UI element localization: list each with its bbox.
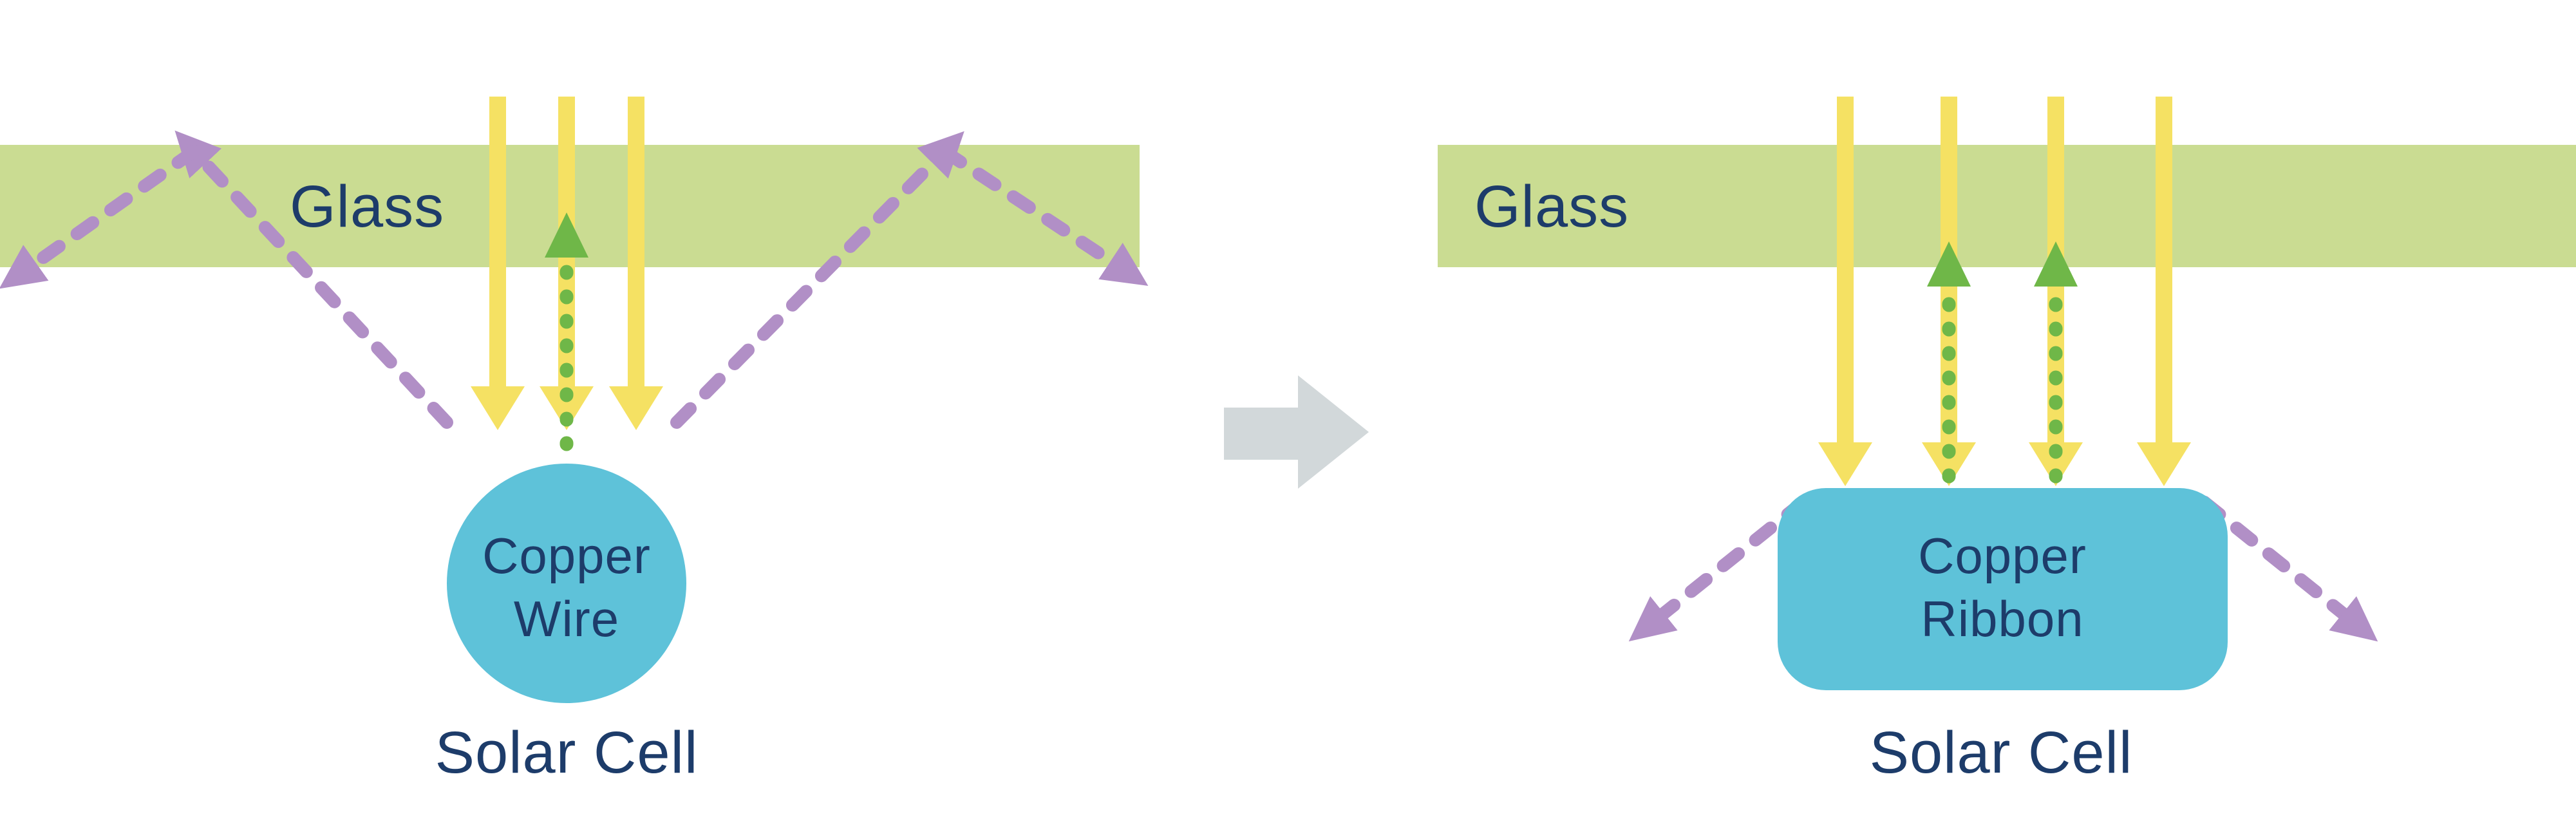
bounced-light-arrow-icon [2034,241,2078,484]
copper-ribbon-label-line2: Ribbon [1921,590,2083,647]
reflected-ray-down-right-icon [938,145,1149,286]
copper-ribbon-label-line1: Copper [1918,527,2087,584]
glass-label: Glass [1474,174,1629,240]
reflected-ray-up-left-icon [174,130,453,429]
reflected-light-left [0,130,1149,429]
bounced-light-arrow-icon [545,212,588,451]
reflected-ray-up-right-icon [670,131,964,429]
copper-ribbon-panel: Copper Ribbon Glass Solar Cell [1438,97,2576,786]
copper-wire-shape [447,464,686,703]
bounced-light-arrow-icon [1927,241,1971,484]
sunlight-arrow-icon [471,97,525,430]
reflected-ray-down-right-icon [2198,496,2378,642]
solar-cell-label: Solar Cell [435,720,699,786]
right-arrow-icon [1224,375,1369,489]
solar-cell-label: Solar Cell [1870,720,2133,786]
glass-label: Glass [290,174,444,240]
reflected-light-right [1628,496,2378,642]
sunlight-arrows-left [471,97,663,430]
copper-ribbon-shape [1778,488,2228,690]
sunlight-arrow-icon [609,97,663,430]
glass-layer [1438,145,2576,267]
copper-wire-label-line1: Copper [482,527,651,584]
reflected-ray-down-left-icon [1628,496,1809,642]
copper-wire-label-line2: Wire [514,590,619,647]
reflected-ray-down-left-icon [0,145,200,289]
copper-wire-panel: Copper Wire Glass Solar Cell [0,97,1149,786]
sunlight-arrow-icon [2137,97,2191,486]
sunlight-arrow-icon [1818,97,1872,486]
